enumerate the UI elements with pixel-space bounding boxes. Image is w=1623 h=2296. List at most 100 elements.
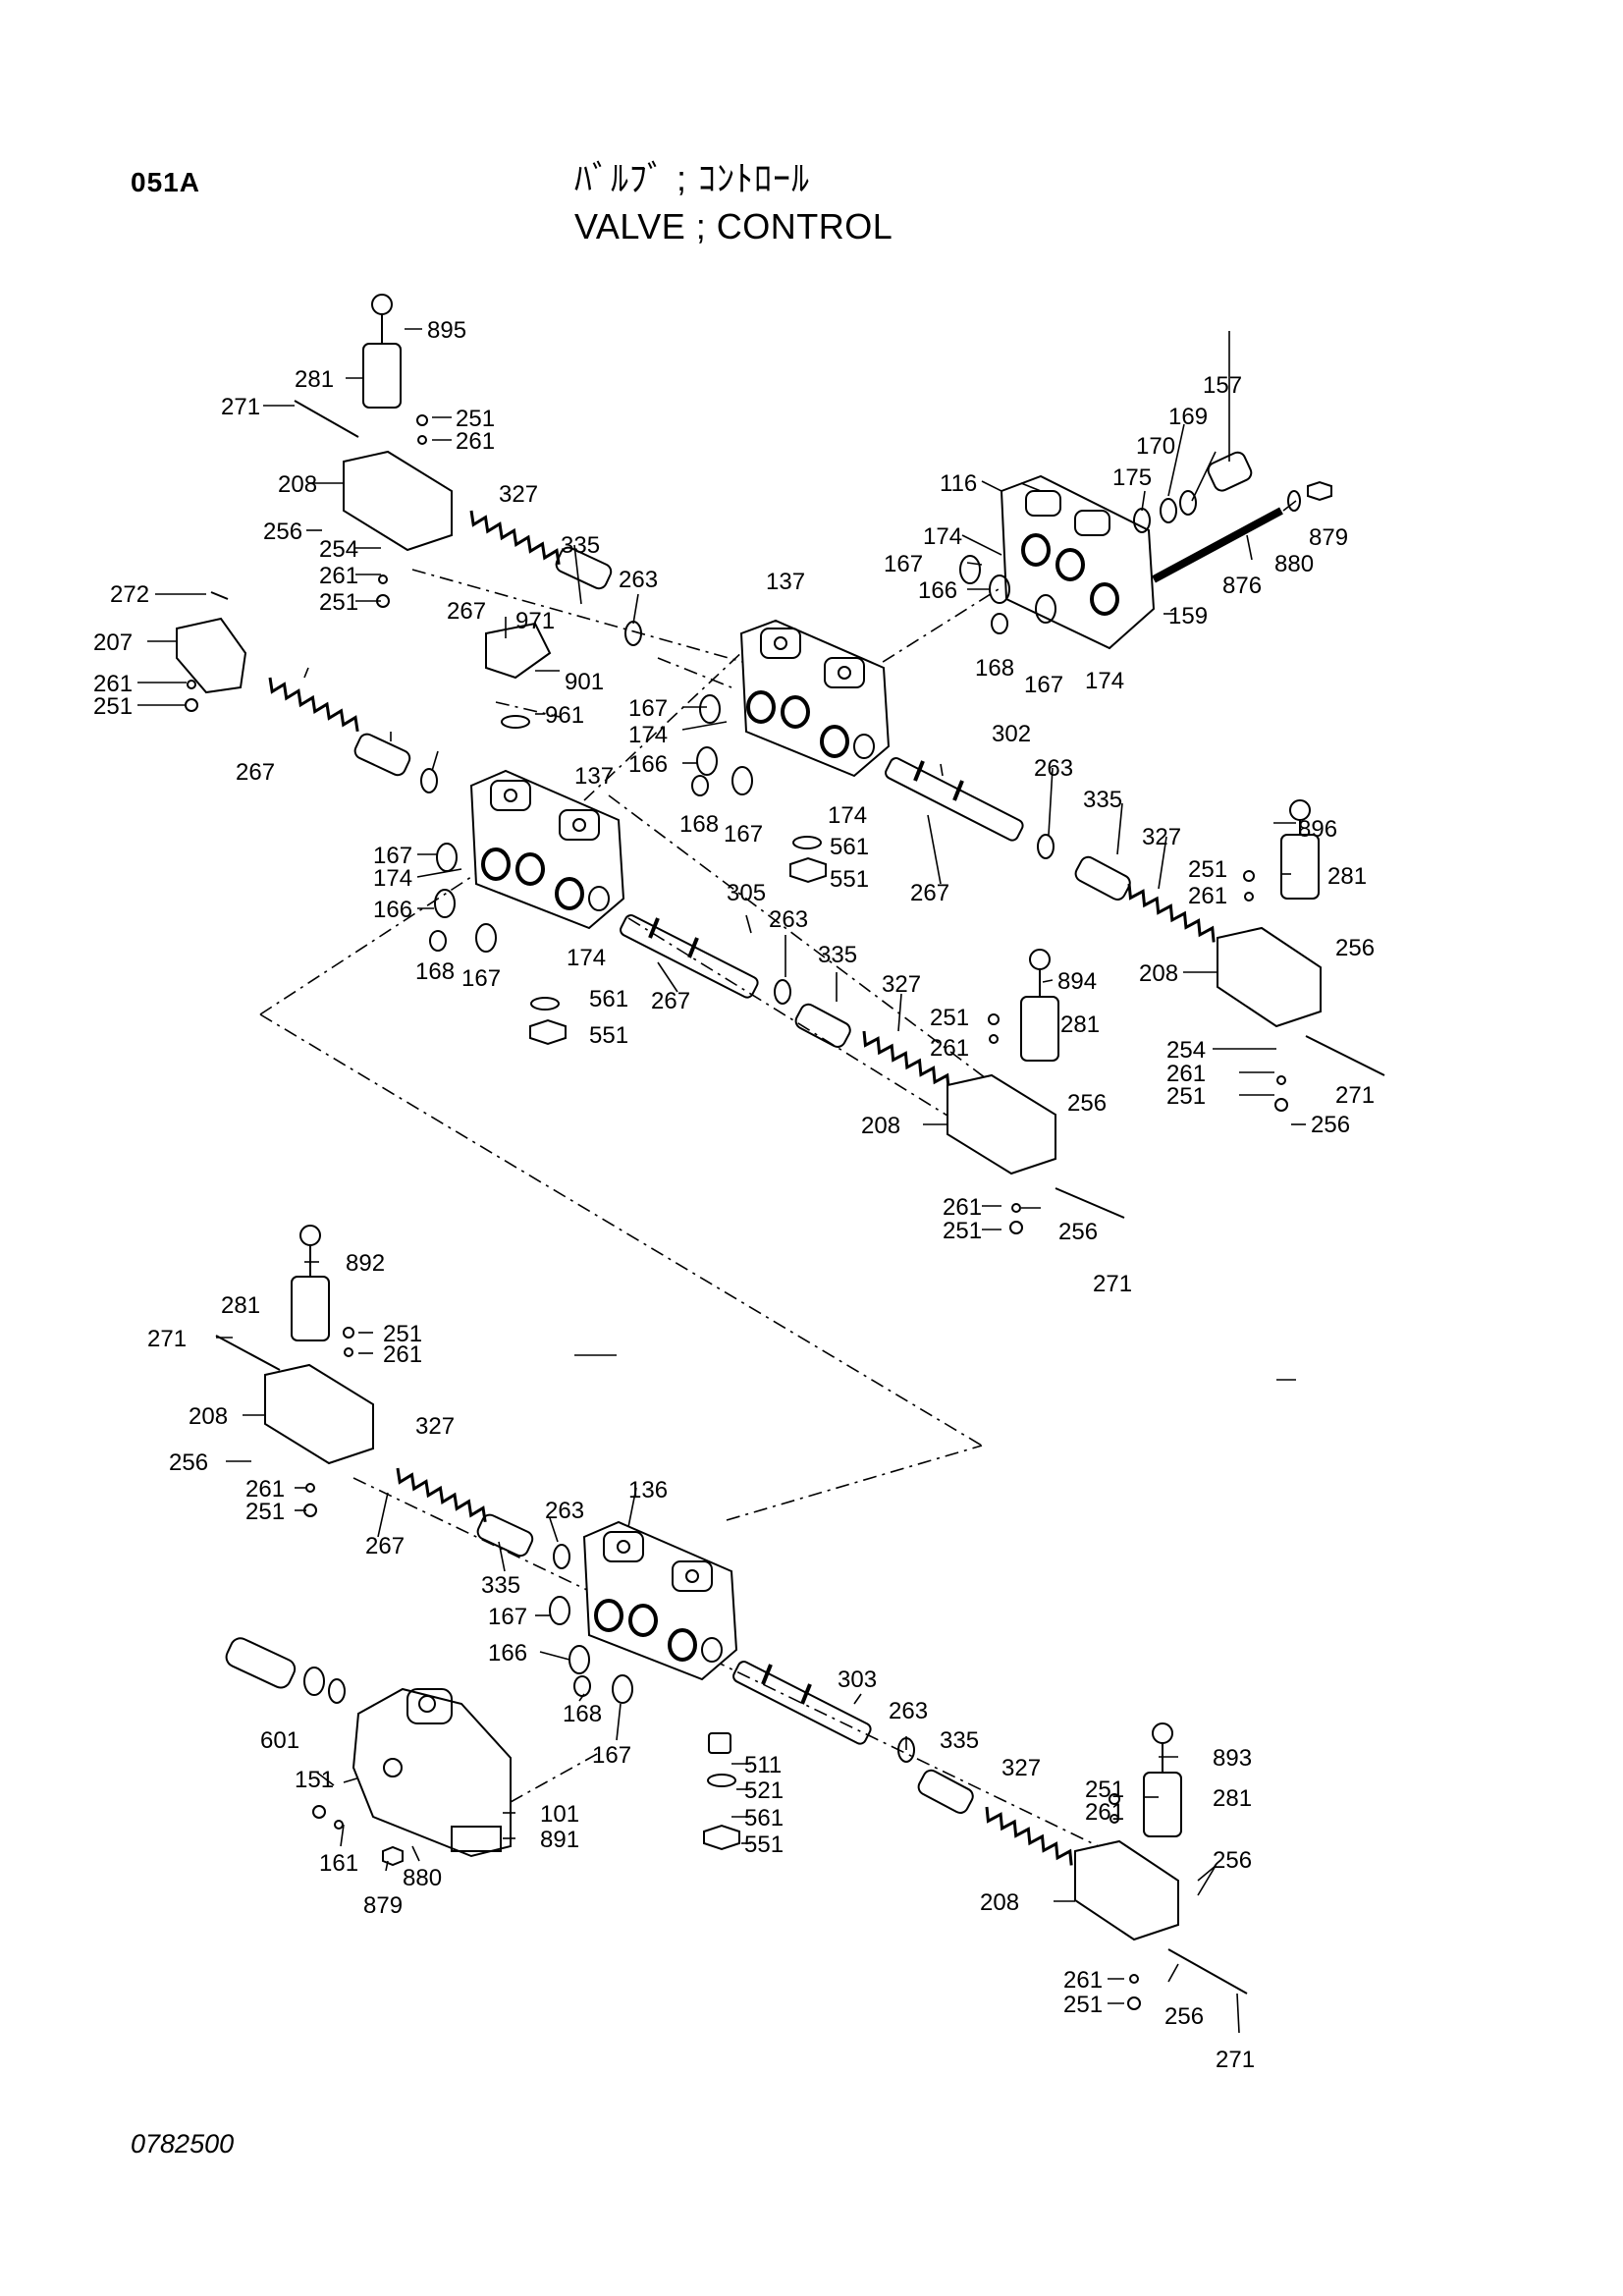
part-label: 551: [830, 866, 869, 893]
part-label: 261: [1166, 1061, 1206, 1087]
part-label: 169: [1168, 404, 1208, 430]
part-label: 281: [221, 1292, 260, 1319]
part-label: 327: [882, 971, 921, 998]
part-label: 303: [838, 1667, 877, 1693]
part-label: 263: [889, 1698, 928, 1724]
part-label: 256: [1067, 1090, 1107, 1117]
spool-876: [1152, 507, 1283, 583]
part-label: 601: [260, 1727, 299, 1754]
part-label: 251: [456, 406, 495, 432]
part-label: 261: [930, 1035, 969, 1062]
part-label: 208: [189, 1403, 228, 1430]
part-label: 961: [545, 702, 584, 729]
part-label: 305: [727, 880, 766, 906]
drawing-number: 0782500: [131, 2129, 235, 2159]
part-label: 302: [992, 721, 1031, 747]
part-label: 261: [1085, 1799, 1124, 1826]
part-label: 880: [1274, 551, 1314, 577]
diagram-title-japanese: ﾊﾞﾙﾌﾞ ; ｺﾝﾄﾛｰﾙ: [574, 158, 811, 198]
part-label: 207: [93, 629, 133, 656]
part-label: 261: [319, 563, 358, 589]
part-label: 876: [1222, 573, 1262, 599]
part-label: 175: [1112, 465, 1152, 491]
part-label: 892: [346, 1250, 385, 1277]
plugs-and-nuts: [176, 451, 1332, 1867]
part-label: 271: [1335, 1082, 1375, 1109]
part-label: 261: [245, 1476, 285, 1503]
part-label: 281: [1327, 863, 1367, 890]
part-label: 137: [766, 569, 805, 595]
part-label: 281: [1060, 1011, 1100, 1038]
part-label: 271: [1216, 2047, 1255, 2073]
part-label: 271: [221, 394, 260, 420]
part-label: 896: [1298, 816, 1337, 843]
part-label: 251: [1188, 856, 1227, 883]
part-label: 256: [169, 1449, 208, 1476]
part-label: 327: [499, 481, 538, 508]
part-label: 208: [1139, 960, 1178, 987]
part-label: 893: [1213, 1745, 1252, 1772]
part-label: 261: [456, 428, 495, 455]
part-label: 263: [545, 1498, 584, 1524]
part-label: 166: [373, 897, 412, 923]
part-label: 157: [1203, 372, 1242, 399]
part-label: 256: [1213, 1847, 1252, 1874]
part-label: 174: [567, 945, 606, 971]
part-label: 174: [628, 722, 668, 748]
part-label: 551: [744, 1831, 784, 1858]
part-label: 251: [319, 589, 358, 616]
part-label: 166: [628, 751, 668, 778]
part-label: 254: [1166, 1037, 1206, 1064]
spool-305: [620, 914, 759, 999]
part-label: 256: [1335, 935, 1375, 961]
catalog-section-code: 051A: [131, 167, 200, 197]
part-label: 251: [1166, 1083, 1206, 1110]
pilot-covers-208: [264, 450, 1322, 1941]
part-label: 561: [830, 834, 869, 860]
part-label: 261: [383, 1341, 422, 1368]
part-label: 511: [744, 1752, 782, 1778]
part-label: 256: [1058, 1219, 1098, 1245]
part-label: 267: [910, 880, 949, 906]
part-label: 263: [619, 567, 658, 593]
part-label: 151: [295, 1767, 334, 1793]
part-label: 335: [561, 532, 600, 559]
part-label: 271: [1093, 1271, 1132, 1297]
part-number-labels: 895 281 271 251 261 208 327 256 254 261 …: [93, 317, 1375, 2073]
valve-section-137-lower: [469, 769, 625, 930]
part-label: 261: [1188, 883, 1227, 909]
spool-302: [885, 757, 1024, 842]
part-label: 256: [1164, 2003, 1204, 2030]
part-label: 167: [592, 1742, 631, 1769]
leader-lines: [137, 328, 1306, 2034]
diagram-title-english: VALVE ; CONTROL: [574, 206, 893, 246]
part-label: 161: [319, 1850, 358, 1877]
part-label: 137: [574, 763, 614, 790]
part-label: 263: [769, 906, 808, 933]
part-label: 521: [744, 1777, 784, 1804]
part-label: 256: [1311, 1112, 1350, 1138]
part-label: 166: [488, 1640, 527, 1667]
part-label: 256: [263, 519, 302, 545]
part-label: 166: [918, 577, 957, 604]
part-label: 174: [1085, 668, 1124, 694]
part-label: 880: [403, 1865, 442, 1891]
part-label: 281: [1213, 1785, 1252, 1812]
part-label: 263: [1034, 755, 1073, 782]
end-cover-116: [1000, 474, 1156, 650]
part-label: 267: [651, 988, 690, 1014]
part-label: 168: [415, 958, 455, 985]
part-label: 894: [1057, 968, 1097, 995]
part-label: 251: [930, 1005, 969, 1031]
part-label: 271: [147, 1326, 187, 1352]
part-label: 891: [540, 1827, 579, 1853]
part-label: 116: [940, 470, 977, 497]
part-label: 251: [943, 1218, 982, 1244]
part-label: 159: [1168, 603, 1208, 629]
part-label: 174: [923, 523, 962, 550]
part-label: 335: [940, 1727, 979, 1754]
part-label: 208: [980, 1889, 1019, 1916]
part-label: 167: [488, 1604, 527, 1630]
part-label: 272: [110, 581, 149, 608]
